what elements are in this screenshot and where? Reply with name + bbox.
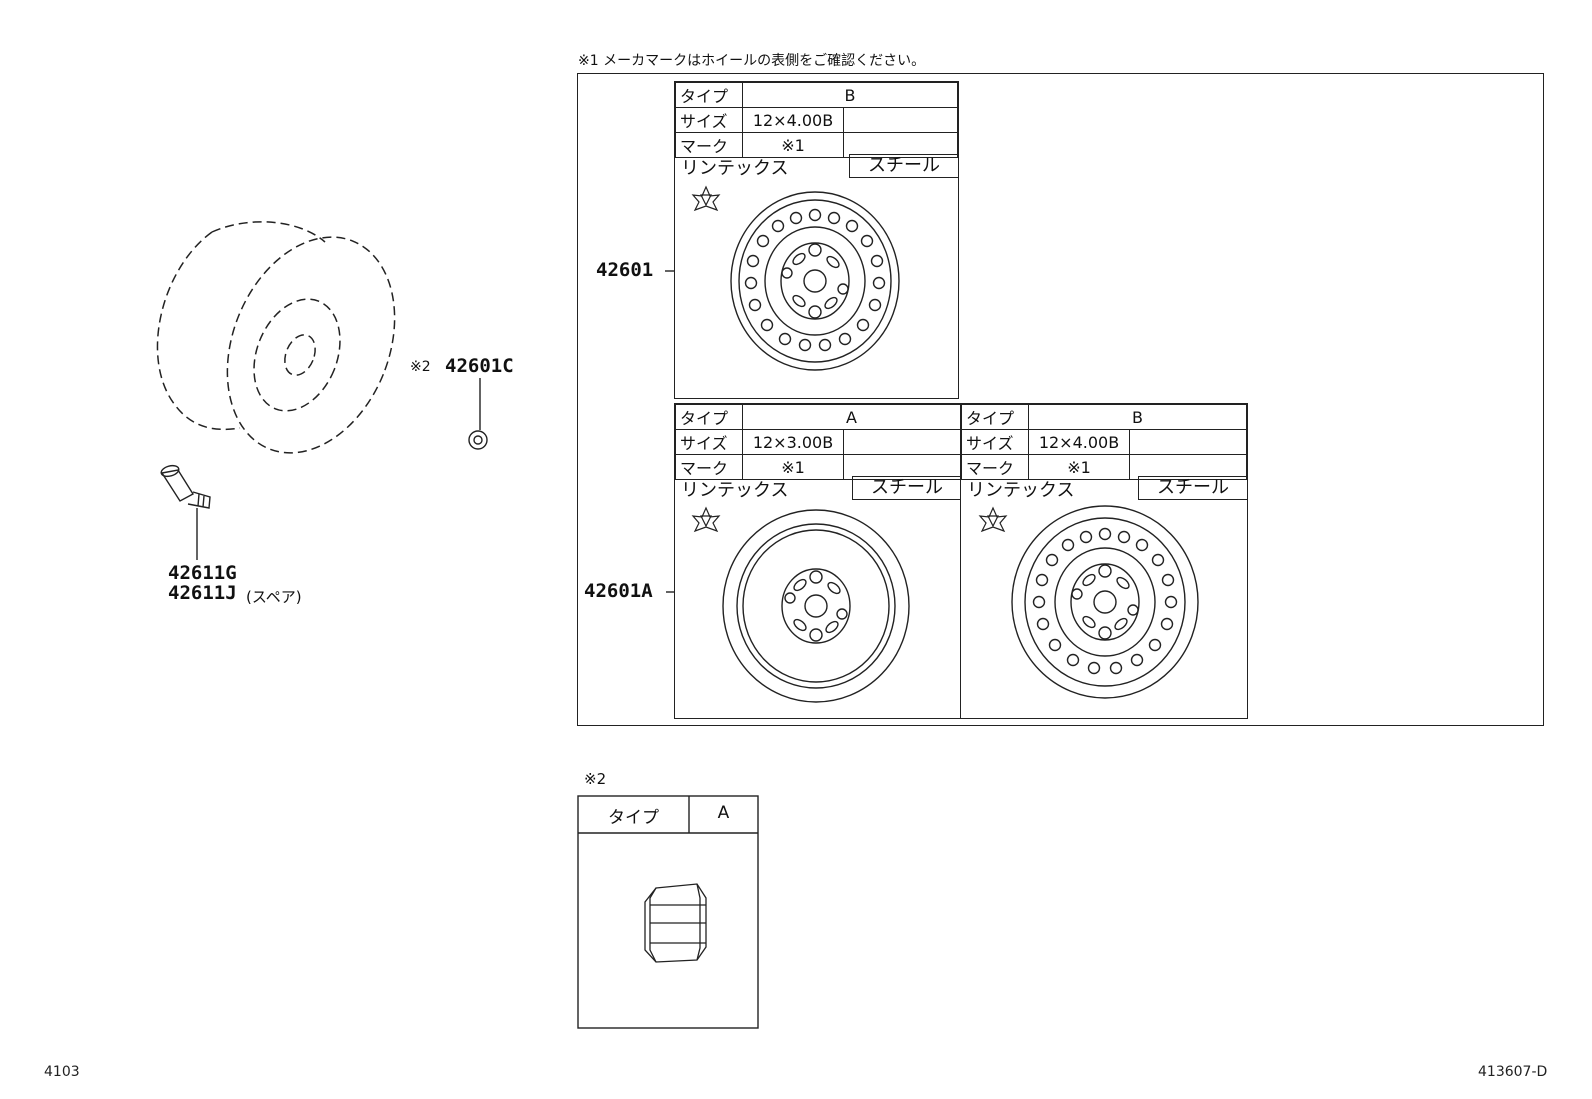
asterisk2-note: ※2 [584,770,607,788]
mark-label: マーク [675,454,743,480]
spec-panel-42601a-type-b: タイプ B サイズ 12×4.00B マーク ※1 リンテックス スチール [960,403,1248,719]
tire-outline [156,221,396,454]
mark-label: マーク [961,454,1029,480]
rintex-label: リンテックス [681,158,789,179]
maker-mark-icon [691,185,721,212]
maker-mark-icon [691,506,721,533]
size-label: サイズ [675,107,743,133]
mark-label: マーク [675,132,743,158]
type-value: B [1028,404,1247,430]
spec-panel-42601: タイプ B サイズ 12×4.00B マーク ※1 リンテックス スチール [674,81,959,399]
rintex-label: リンテックス [681,480,789,501]
nut-small-drawing [468,378,488,450]
part-number-42601: 42601 [596,259,654,281]
size-value: 12×4.00B [1028,429,1130,455]
wheel-42601a-type-b [1011,505,1199,699]
mark-value: ※1 [1028,454,1130,480]
part-number-42611j: 42611J [168,582,237,604]
maker-mark-note: ※1 メーカマークはホイールの表側をご確認ください。 [578,53,926,69]
maker-mark-icon [978,506,1008,533]
wheel-spec-frame [577,73,1544,726]
nut-type-label: タイプ [608,808,659,828]
type-value: B [742,82,958,108]
rintex-label: リンテックス [967,480,1075,501]
footer-left-code: 4103 [44,1064,80,1080]
valve-drawing [160,464,211,560]
wheel-42601a-type-a [722,509,910,703]
spare-note: (スペア) [246,588,302,606]
nut-type-value: A [717,803,730,823]
type-label: タイプ [675,82,743,108]
steel-label: スチール [1138,476,1247,500]
nut-detail-box [577,795,759,1029]
steel-label: スチール [852,476,961,500]
cap-nut-drawing [644,883,707,963]
steel-label: スチール [849,154,958,178]
spec-panel-42601a-type-a: タイプ A サイズ 12×3.00B マーク ※1 リンテックス スチール [674,403,962,719]
part-number-42601a: 42601A [584,580,653,602]
part-number-42601c: 42601C [445,355,514,377]
nut-prefix-note: ※2 [410,359,431,375]
mark-value: ※1 [742,454,844,480]
size-label: サイズ [675,429,743,455]
part-number-42611g: 42611G [168,562,237,584]
footer-right-code: 413607-D [1478,1064,1548,1080]
wheel-42601 [730,191,900,371]
